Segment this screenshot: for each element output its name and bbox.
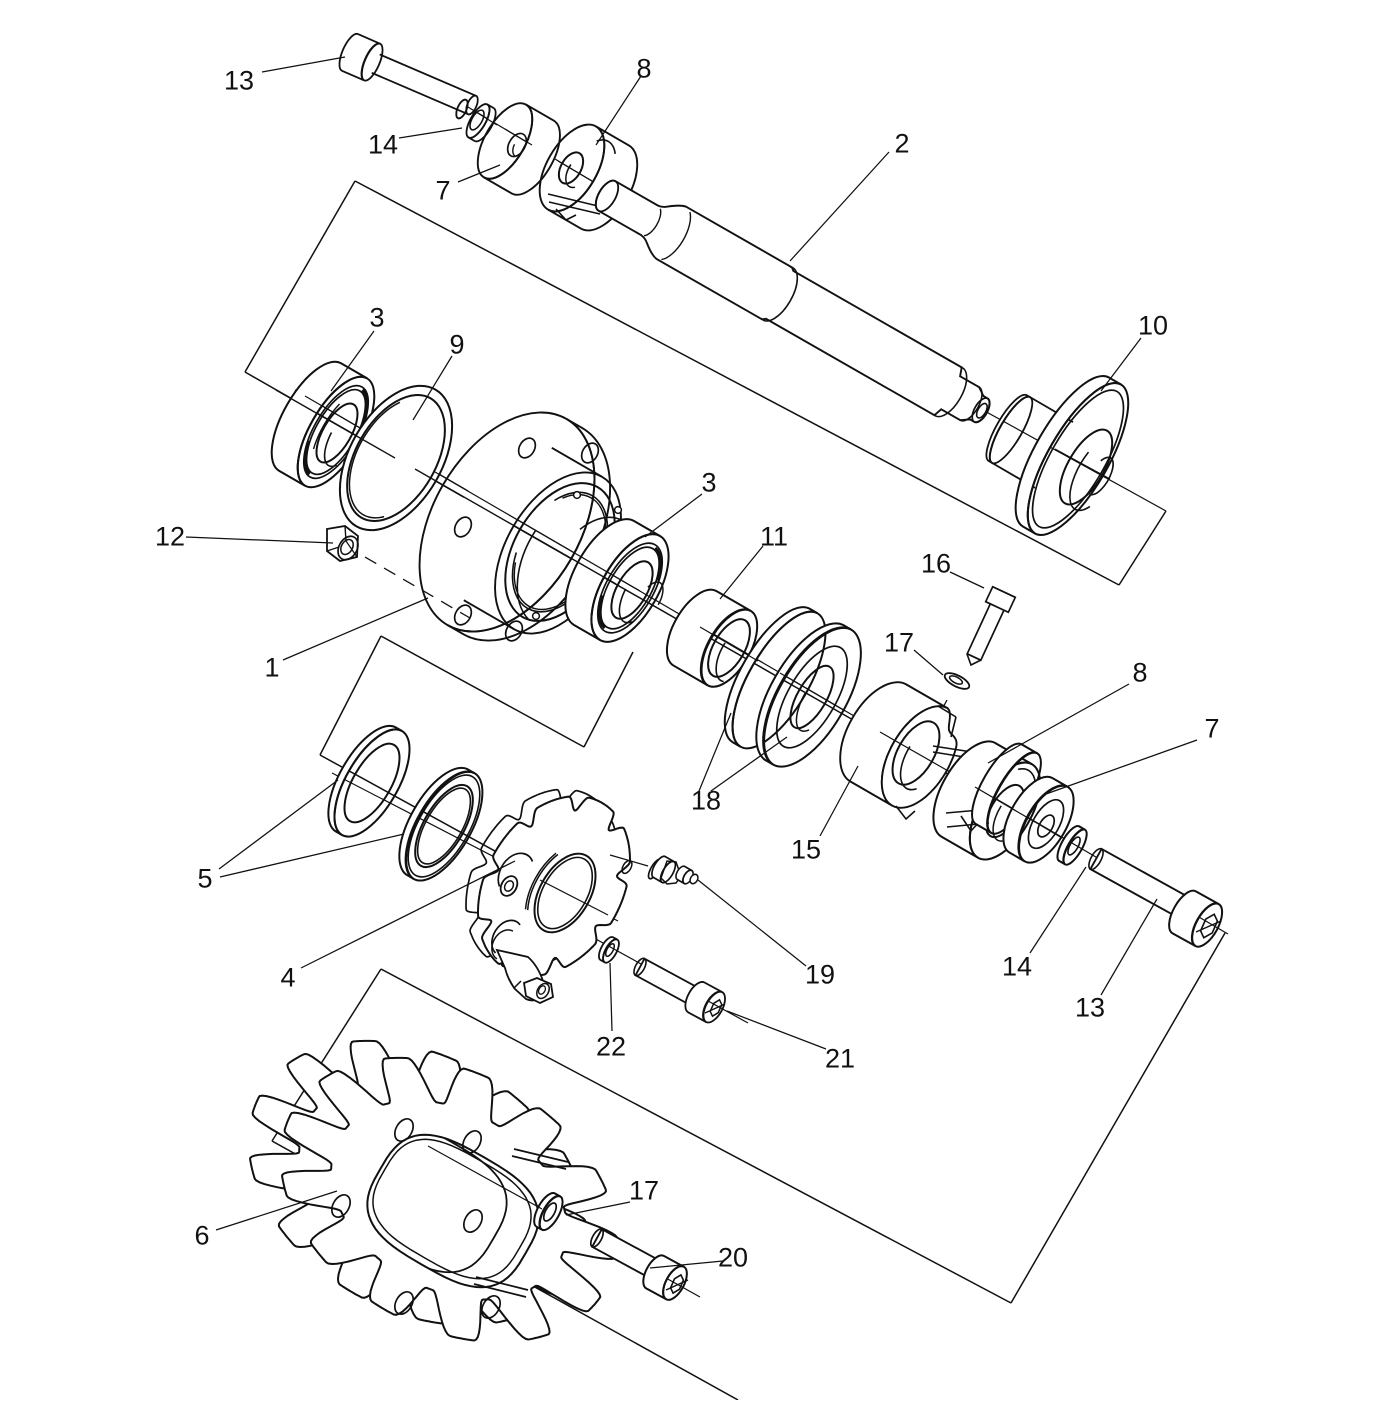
svg-text:4: 4: [280, 963, 295, 993]
svg-text:22: 22: [596, 1032, 626, 1062]
svg-text:21: 21: [825, 1044, 855, 1074]
svg-text:15: 15: [791, 835, 821, 865]
svg-text:14: 14: [368, 130, 398, 160]
svg-text:8: 8: [636, 54, 651, 84]
svg-text:5: 5: [197, 864, 212, 894]
svg-text:1: 1: [264, 653, 279, 683]
svg-text:18: 18: [691, 786, 721, 816]
svg-text:11: 11: [760, 522, 788, 552]
svg-text:17: 17: [884, 628, 914, 658]
svg-text:12: 12: [155, 522, 185, 552]
svg-text:2: 2: [894, 129, 909, 159]
svg-text:13: 13: [224, 66, 254, 96]
svg-text:8: 8: [1132, 658, 1147, 688]
svg-text:9: 9: [449, 330, 464, 360]
svg-text:13: 13: [1075, 993, 1105, 1023]
svg-text:20: 20: [718, 1243, 748, 1273]
svg-text:3: 3: [701, 468, 716, 498]
svg-text:19: 19: [805, 960, 835, 990]
svg-text:6: 6: [194, 1221, 209, 1251]
svg-text:17: 17: [629, 1176, 659, 1206]
svg-text:16: 16: [921, 549, 951, 579]
svg-text:10: 10: [1138, 311, 1168, 341]
svg-text:3: 3: [369, 303, 384, 333]
svg-text:14: 14: [1002, 952, 1032, 982]
svg-text:7: 7: [435, 176, 450, 206]
svg-text:7: 7: [1204, 714, 1219, 744]
